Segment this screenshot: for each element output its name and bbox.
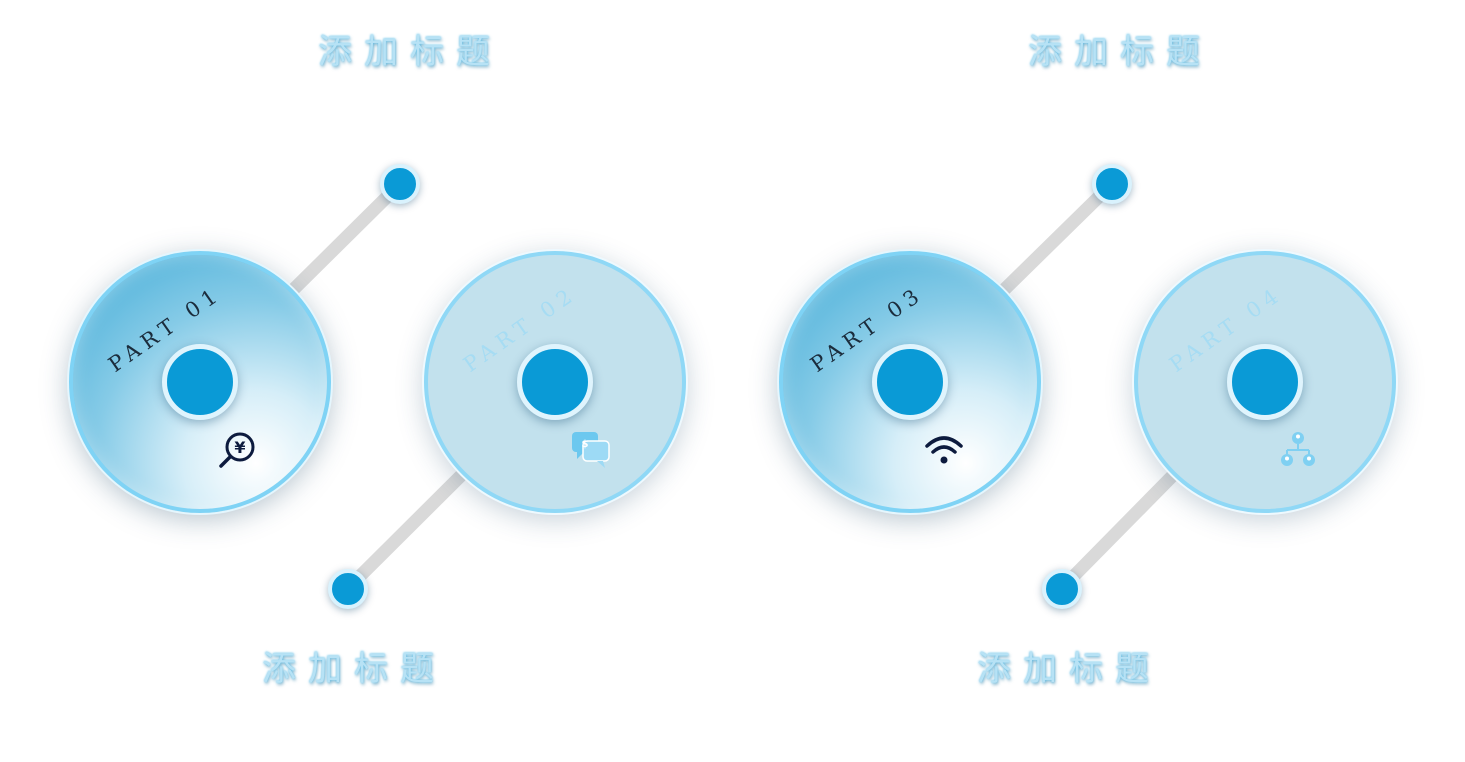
hub-part-03	[872, 344, 948, 420]
knob-part-02	[328, 569, 368, 609]
title-part-02: 添加标题	[262, 649, 446, 689]
svg-text:$: $	[582, 439, 589, 450]
chat-bubbles-icon: $	[572, 432, 610, 468]
title-part-03: 添加标题	[1028, 32, 1212, 72]
title-part-01: 添加标题	[318, 32, 502, 72]
yuan-search-icon: ¥	[219, 432, 255, 468]
knob-part-04	[1042, 569, 1082, 609]
svg-text:¥: ¥	[234, 438, 245, 457]
title-part-04: 添加标题	[977, 649, 1161, 689]
knob-part-01	[380, 164, 420, 204]
hub-part-04	[1227, 344, 1303, 420]
org-chart-icon	[1281, 432, 1315, 466]
knob-part-03	[1092, 164, 1132, 204]
wifi-icon	[925, 436, 963, 464]
hub-part-01	[162, 344, 238, 420]
hub-part-02	[517, 344, 593, 420]
